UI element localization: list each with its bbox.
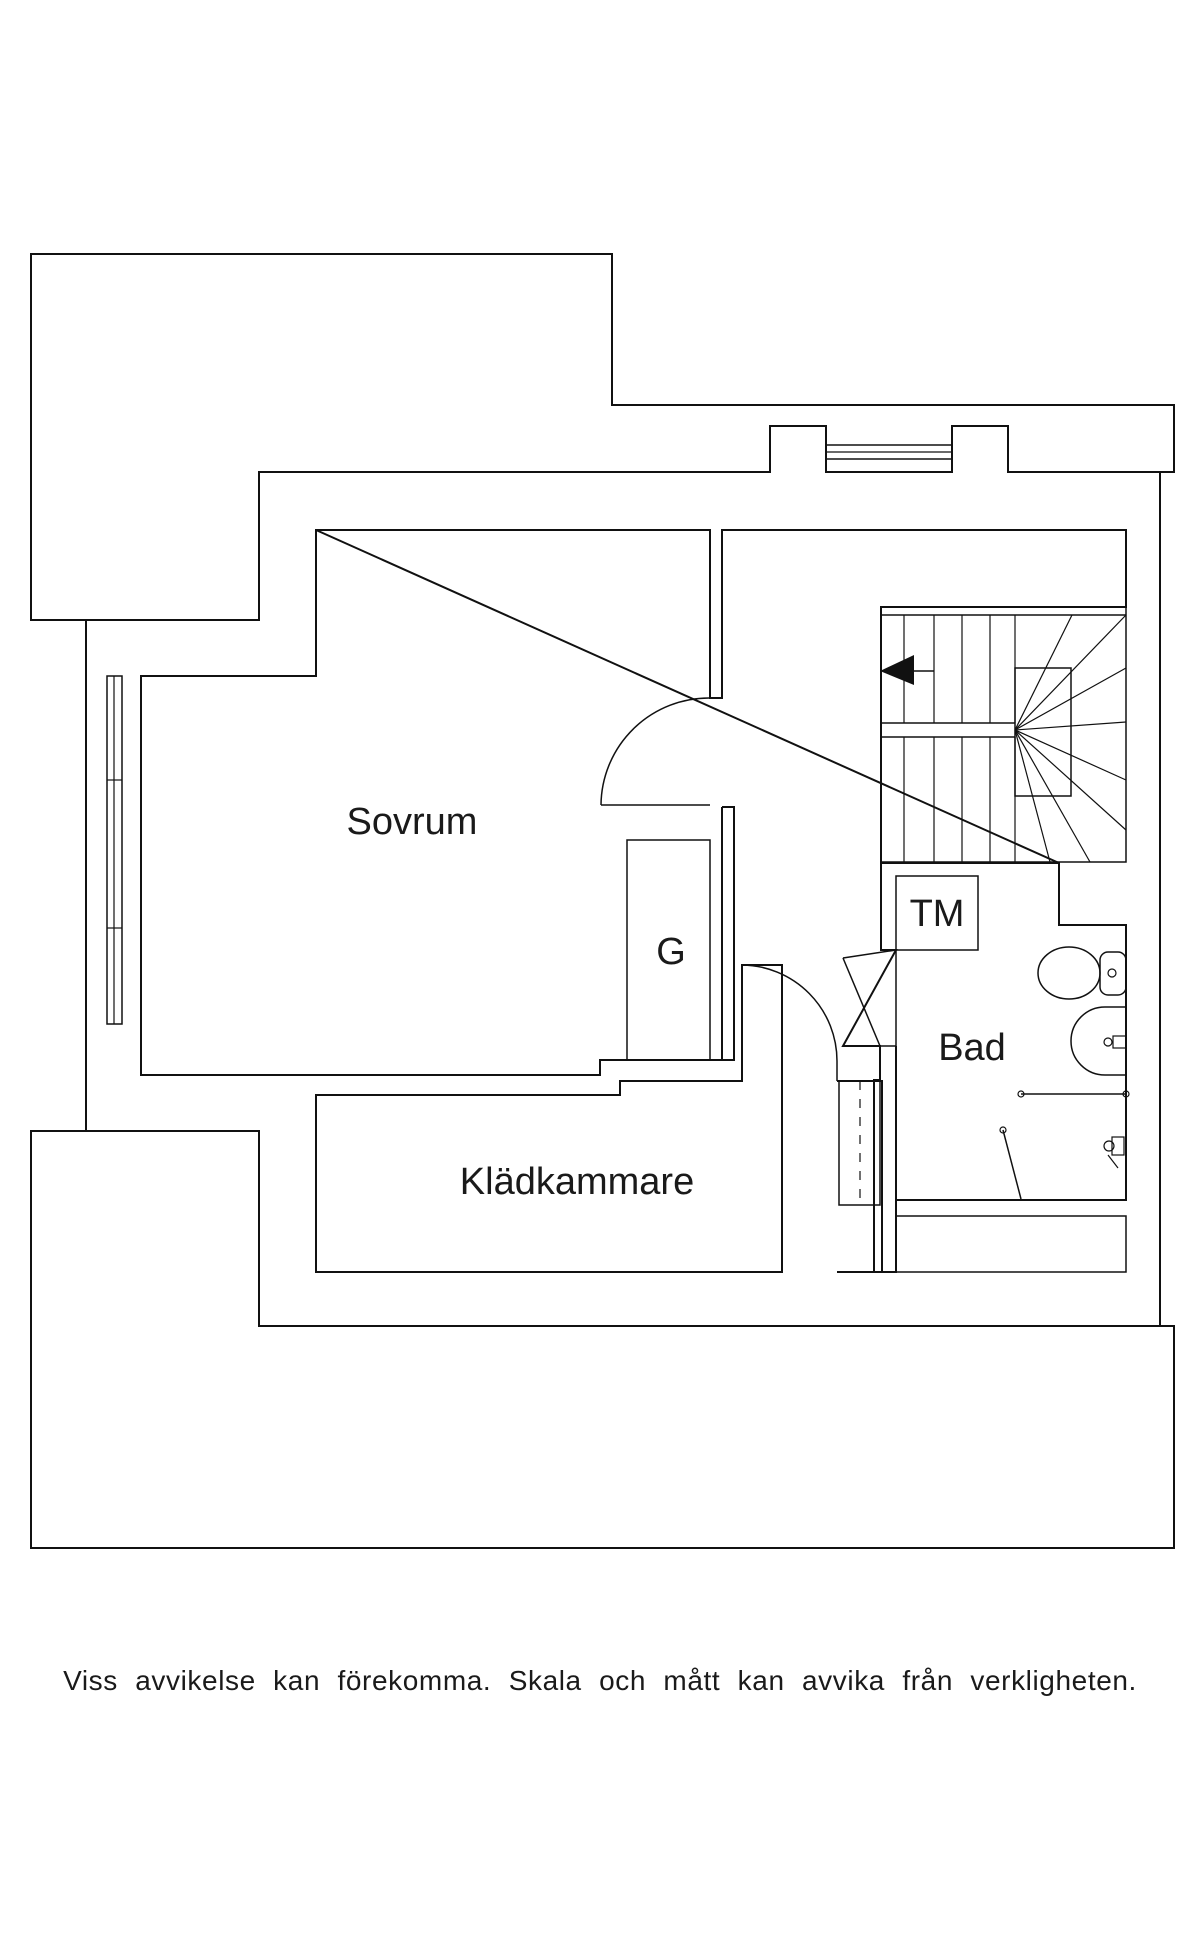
room-label-walk-in-closet: Klädkammare <box>460 1161 694 1203</box>
west-window <box>106 675 123 1025</box>
roof-area-bottom <box>30 1130 1175 1549</box>
sink-icon <box>1070 1006 1127 1076</box>
room-label-bedroom: Sovrum <box>347 801 478 843</box>
wardrobe <box>626 839 711 1061</box>
arrow-left-icon <box>880 655 914 685</box>
hall-boundary <box>721 529 1127 698</box>
faucet-icon <box>1103 1136 1125 1169</box>
bathroom-door-line <box>842 949 897 1081</box>
bathroom-door-leaf <box>842 957 881 1047</box>
sliding-door <box>838 1080 881 1206</box>
shower-screen <box>999 1090 1130 1200</box>
bathroom-walls <box>881 862 1127 1201</box>
disclaimer-text: Viss avvikelse kan förekomma. Skala och … <box>63 1665 1137 1696</box>
bedroom-boundary <box>140 529 735 1076</box>
walk-in-closet-walls <box>315 964 783 1273</box>
roof-area-top-left <box>30 253 1175 621</box>
room-label-bathroom: Bad <box>938 1027 1006 1069</box>
hall-left-lower <box>721 807 734 1061</box>
toilet-icon <box>1037 946 1127 1000</box>
bathroom-storage <box>895 1215 1127 1273</box>
roof-window <box>825 444 953 460</box>
bedroom-door <box>600 697 711 806</box>
room-label-laundry: TM <box>910 893 965 935</box>
laundry-box <box>895 875 979 951</box>
closet-door <box>741 964 838 1081</box>
room-label-wardrobe: G <box>656 931 686 973</box>
staircase <box>880 606 1127 863</box>
